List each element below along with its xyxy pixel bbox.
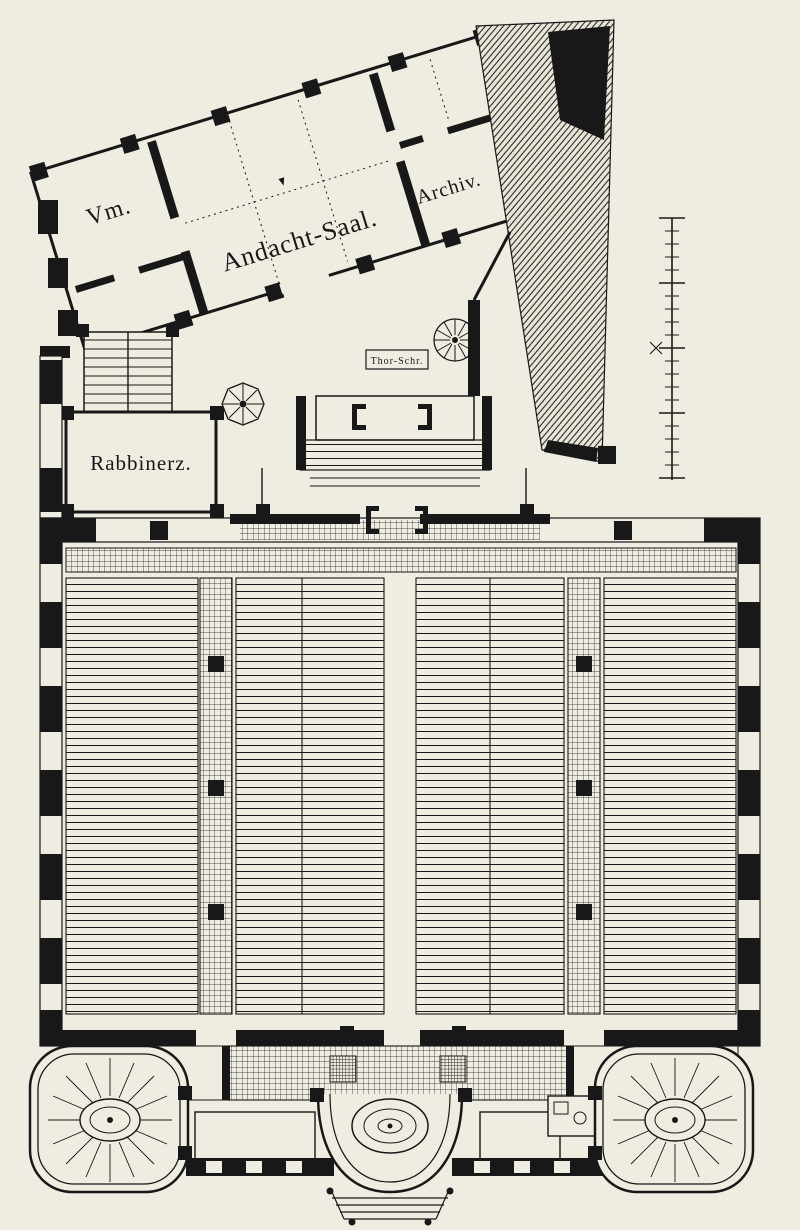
entrance-bollards bbox=[326, 1187, 454, 1226]
ceiling-center-mark bbox=[278, 177, 285, 186]
stair-tower-west bbox=[28, 1044, 192, 1194]
lower-room-west bbox=[194, 1111, 316, 1163]
hall-south-wall bbox=[62, 1026, 738, 1046]
vestibule-pier-west bbox=[329, 1055, 357, 1083]
vestibule-column-west bbox=[340, 1026, 354, 1040]
south-facade bbox=[186, 1158, 614, 1176]
neighbor-property bbox=[475, 19, 616, 464]
scale-bar bbox=[649, 217, 685, 480]
ceiling-dotted-lines bbox=[185, 59, 450, 283]
pew-bank-east bbox=[603, 577, 737, 1015]
apse-inner-wall bbox=[329, 1093, 451, 1183]
spiral-stair-octagon bbox=[221, 382, 265, 426]
neighbor-corner-pier bbox=[598, 446, 616, 464]
lower-side-rooms bbox=[194, 1095, 601, 1163]
annex-partitions bbox=[74, 72, 507, 315]
lower-room-east bbox=[479, 1111, 561, 1163]
scale-ticks-major bbox=[659, 217, 685, 479]
dogleg-stair bbox=[76, 324, 179, 415]
torah-shrine-label: Thor-Schr. bbox=[371, 356, 424, 367]
scale-ticks-minor bbox=[665, 230, 679, 466]
stair-tower-east bbox=[588, 1044, 755, 1194]
torah-shrine: Thor-Schr. bbox=[365, 349, 429, 370]
annex-wing: Vm. Andacht-Saal. Archiv. bbox=[28, 26, 547, 358]
ark-bracket-left bbox=[352, 404, 366, 430]
entrance-steps bbox=[331, 1191, 449, 1220]
pew-bank-west bbox=[65, 577, 199, 1015]
rabbinerz-label: Rabbinerz. bbox=[90, 451, 192, 475]
torah-shrine-box bbox=[365, 349, 429, 370]
rabbinerz-room: Rabbinerz. bbox=[60, 406, 224, 518]
hall-west-wall bbox=[39, 517, 63, 1047]
ark-platform-steps bbox=[299, 439, 491, 471]
column-piers bbox=[208, 656, 592, 920]
stair-fan-east bbox=[613, 1058, 737, 1182]
forecourt-east-wall bbox=[468, 300, 480, 396]
street-wall-piers bbox=[38, 200, 78, 358]
ark-lower-steps bbox=[310, 477, 480, 487]
forecourt-east-wall-join bbox=[472, 231, 512, 301]
gallery-bracket-right bbox=[415, 506, 428, 534]
annex-entrance-gap bbox=[279, 269, 331, 294]
neighbor-wall-mass-bottom bbox=[544, 440, 598, 462]
spiral-stair-annex bbox=[433, 318, 477, 362]
forecourt: Rabbinerz. bbox=[39, 231, 534, 520]
pew-bank-center-west bbox=[235, 577, 385, 1015]
left-exterior-wall bbox=[39, 355, 63, 519]
ark-bracket-right bbox=[418, 404, 432, 430]
vestibule-pier-east bbox=[439, 1055, 467, 1083]
scale-cross-mark bbox=[649, 341, 663, 355]
main-hall bbox=[39, 506, 761, 1047]
hall-east-wall bbox=[737, 517, 761, 1047]
ark-structure bbox=[296, 395, 492, 487]
vestibule-column-east bbox=[452, 1026, 466, 1040]
hall-north-wall bbox=[61, 506, 739, 543]
vestibule-tiled-floor bbox=[227, 1045, 569, 1101]
entrance-apse bbox=[310, 1088, 472, 1226]
gallery-bracket-left bbox=[366, 506, 379, 534]
neighbor-wall-mass-top bbox=[548, 26, 610, 140]
north-gallery-strip bbox=[65, 547, 737, 573]
